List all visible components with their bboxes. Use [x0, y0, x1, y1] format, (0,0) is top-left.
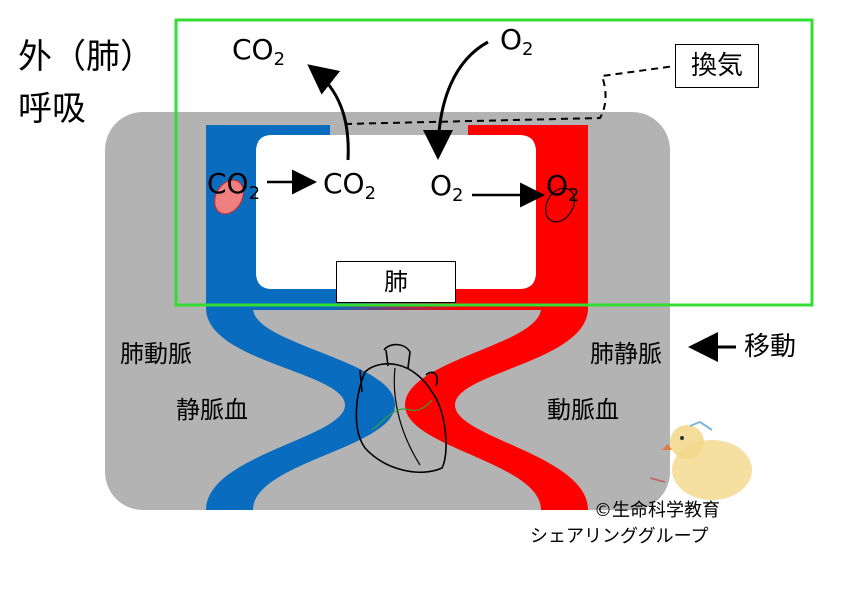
lung-label-box: 肺	[336, 261, 456, 303]
movement-label: 移動	[744, 332, 797, 362]
red-blood-cell-outline-icon	[544, 187, 576, 223]
external-respiration-frame	[174, 18, 814, 307]
title-line-2: 呼吸	[18, 89, 86, 129]
heart-vessel-green	[371, 399, 433, 431]
venous-vessel-upper	[206, 125, 336, 310]
exchange-label-box: 換気	[675, 44, 759, 88]
heart-icon	[355, 343, 447, 474]
pulmonary-vein-vessel	[405, 308, 588, 510]
co2-alveolus-label: CO2	[323, 167, 377, 204]
o2-blood-label: O2	[546, 169, 580, 206]
pulmonary-vein-label: 肺静脈	[590, 340, 662, 368]
o2-inhaled-label: O2	[500, 23, 534, 60]
o2-alveolus-label: O2	[430, 169, 464, 206]
co2-exhaled-label: CO2	[232, 33, 286, 70]
title-line-1: 外（肺）	[18, 37, 154, 77]
o2-inhale-arrow	[423, 40, 489, 160]
red-blood-cell-icon	[213, 179, 245, 215]
venous-blood-label: 静脈血	[176, 396, 248, 424]
lung-cavity	[256, 135, 536, 289]
arterial-blood-label: 動脈血	[547, 396, 619, 424]
co2-exhale-arrow	[307, 64, 350, 161]
credit-line-1: ©生命科学教育	[594, 500, 720, 521]
pulmonary-artery-label: 肺動脈	[120, 340, 192, 368]
co2-blood-label: CO2	[207, 167, 261, 204]
chick-illustration	[649, 420, 752, 500]
ventilation-dash-line	[344, 65, 676, 125]
credit-line-2: シェアリンググループ	[530, 526, 709, 547]
arterial-vessel-upper	[456, 125, 588, 310]
